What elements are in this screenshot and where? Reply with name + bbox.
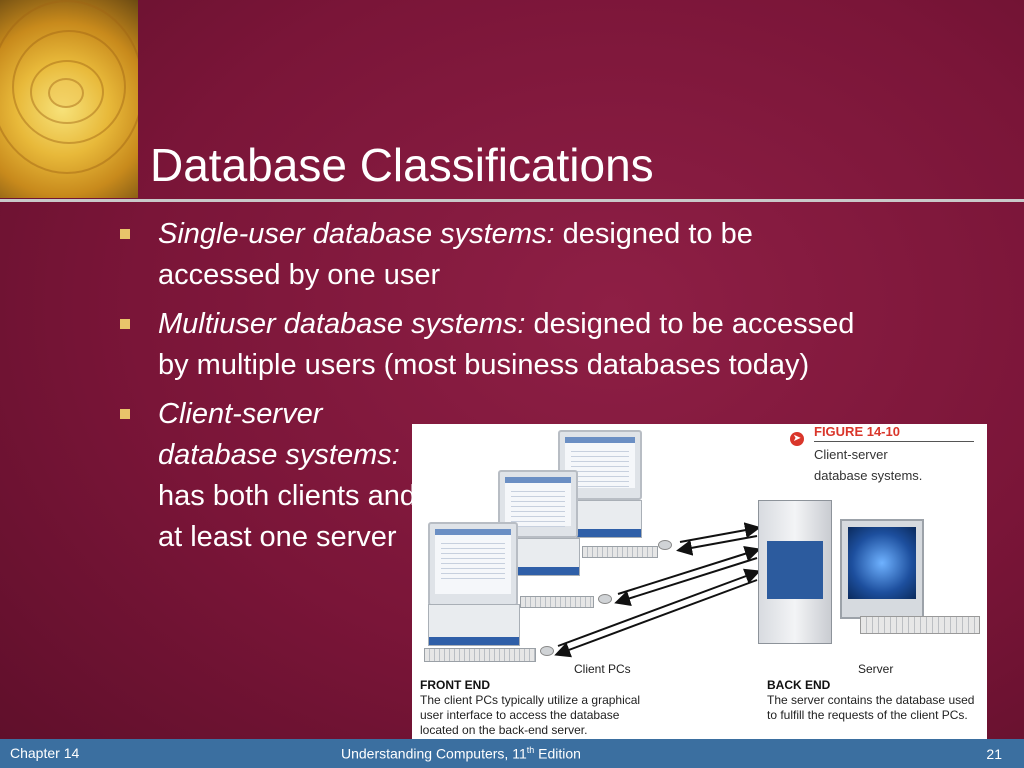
slide-footer: Chapter 14 Understanding Computers, 11th… [0,739,1024,768]
server-monitor-icon [840,519,924,619]
bullet-square-icon [120,409,130,419]
front-end-heading: FRONT END [420,678,490,692]
server-label: Server [858,662,894,676]
bullet-text: designed to be accessed by multiple user… [158,308,855,381]
mouse-icon [658,540,672,550]
slide-title: Database Classifications [150,139,654,191]
bullet-text: designed to be accessed by one user [158,218,753,291]
bullet-square-icon [120,319,130,329]
footer-title-prefix: Understanding Computers, 11 [341,745,527,762]
bullet-term: Single-user database systems: [158,218,555,250]
figure-caption-rule [814,441,974,442]
desktop-case-icon [516,538,580,576]
bullet-term: Client-server database systems: [158,398,400,471]
desktop-case-icon [576,500,642,538]
keyboard-icon [424,648,536,662]
footer-book-title: Understanding Computers, 11th Edition [341,745,581,762]
bullet-single-user: Single-user database systems: designed t… [120,214,880,296]
keyboard-icon [520,596,594,608]
title-divider [0,199,1024,202]
bullet-client-server: Client-server database systems: has both… [120,394,418,558]
page-number: 21 [986,746,1002,762]
figure-caption-line: Client-server [814,447,888,462]
mouse-icon [540,646,554,656]
request-arrow [679,522,761,543]
client-server-figure: ➤ FIGURE 14-10 Client-server database sy… [412,424,987,740]
keyboard-icon [582,546,658,558]
mouse-icon [598,594,612,604]
figure-caption-line: database systems. [814,468,923,483]
monitor-icon [428,522,518,606]
back-end-text: The server contains the database used to… [767,693,975,722]
footer-chapter: Chapter 14 [10,745,80,761]
bullet-term: Multiuser database systems: [158,308,526,340]
response-arrow [554,579,758,658]
footer-title-suffix: Edition [534,745,581,762]
figure-arrow-icon: ➤ [790,432,804,446]
bullet-text: has both clients and at least one server [158,480,416,553]
server-keyboard-icon [860,616,980,634]
server-tower-icon [758,500,832,644]
bullet-multiuser: Multiuser database systems: designed to … [120,304,880,386]
desktop-case-icon [428,604,520,646]
figure-caption-text: Client-server database systems. [814,444,984,486]
request-arrow [557,568,761,647]
footer-title-sup: th [526,745,535,755]
back-end-heading: BACK END [767,678,831,692]
client-pcs-label: Client PCs [574,662,631,676]
bullet-square-icon [120,229,130,239]
response-arrow [676,535,758,556]
figure-number: FIGURE 14-10 [814,424,900,439]
bullet-list: Single-user database systems: designed t… [120,214,880,566]
rose-decoration-image [0,0,138,198]
monitor-icon [498,470,578,538]
response-arrow [614,557,758,607]
request-arrow [617,545,761,595]
front-end-text: The client PCs typically utilize a graph… [420,693,641,737]
connection-arrows [554,522,761,658]
